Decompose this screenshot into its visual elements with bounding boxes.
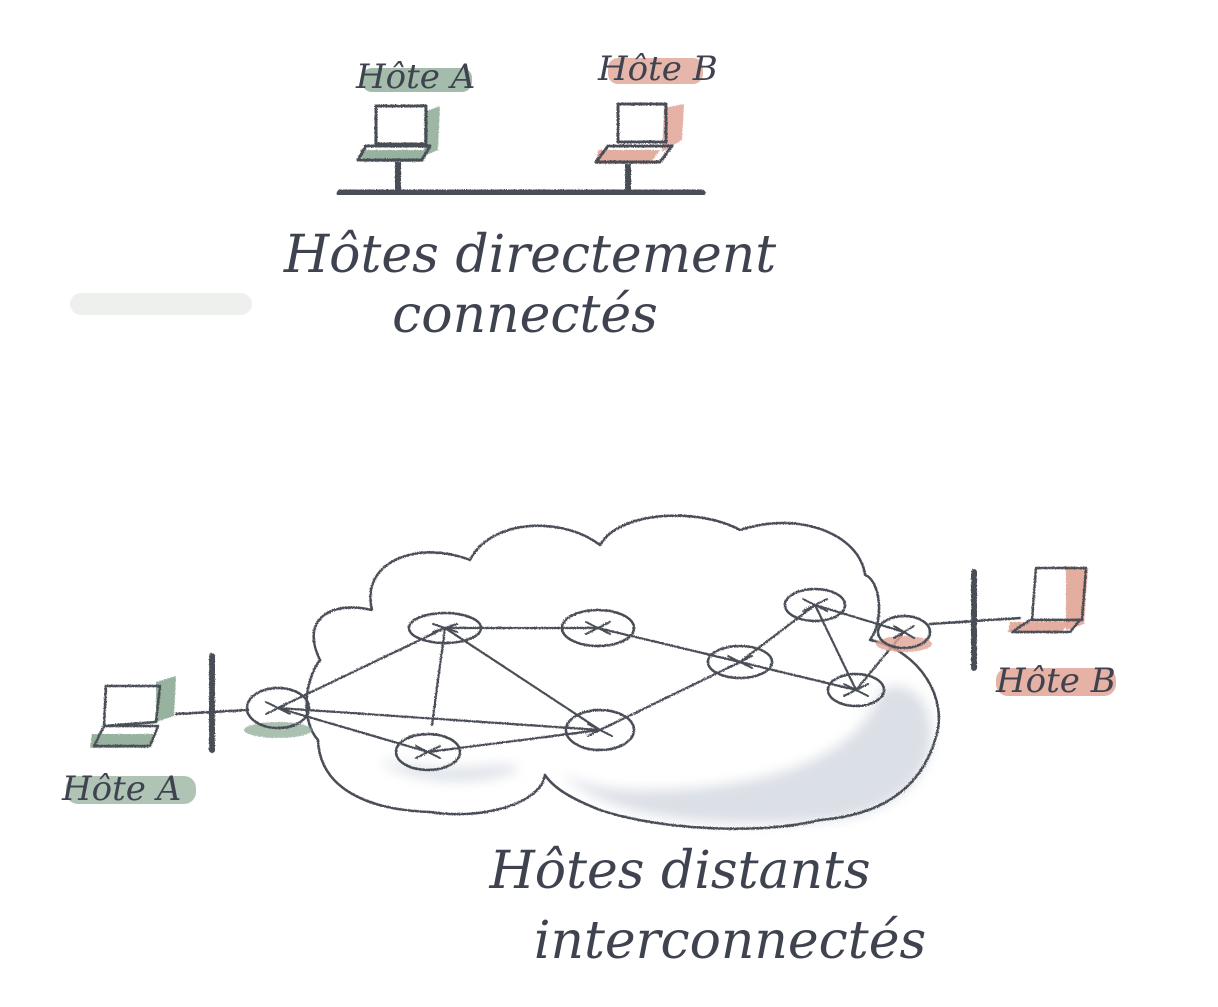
router-icon [407,611,483,645]
direct-connection-diagram: Hôte A Hôte B Hôtes directement connecté… [70,49,776,345]
host-b-label: Hôte B [597,49,718,89]
caption-line-2: connectés [392,285,658,345]
network-links [276,603,906,754]
router-icon [394,732,462,772]
laptop-icon [356,104,440,162]
laptop-icon [90,676,176,748]
internetwork-diagram: Hôte A Hôte B Hôtes distants interconnec… [61,514,1116,971]
host-b-highlight [996,668,1116,696]
host-a-highlight [362,68,472,92]
host-a-label: Hôte A [355,57,475,97]
router-icon [564,708,636,752]
cloud-shading [380,686,932,824]
host-a-highlight [66,776,196,804]
router-icon [826,672,886,708]
laptop-icon [594,102,684,164]
caption-line-1: Hôtes directement [283,225,776,285]
host-a-link [174,653,250,753]
host-a-label: Hôte A [61,769,181,809]
router-icon [876,614,932,652]
router-icon [560,608,636,648]
laptop-icon [1008,566,1088,634]
stray-mark [70,293,252,315]
router-icon [244,686,312,738]
host-b-link [928,569,1022,671]
router-icon [706,644,774,680]
host-b-highlight [608,58,703,84]
host-b-label: Hôte B [995,661,1116,701]
network-cloud-icon [305,514,941,830]
caption-line-1: Hôtes distants [488,841,870,901]
router-icon [783,587,847,623]
caption-line-2: interconnectés [534,911,926,971]
